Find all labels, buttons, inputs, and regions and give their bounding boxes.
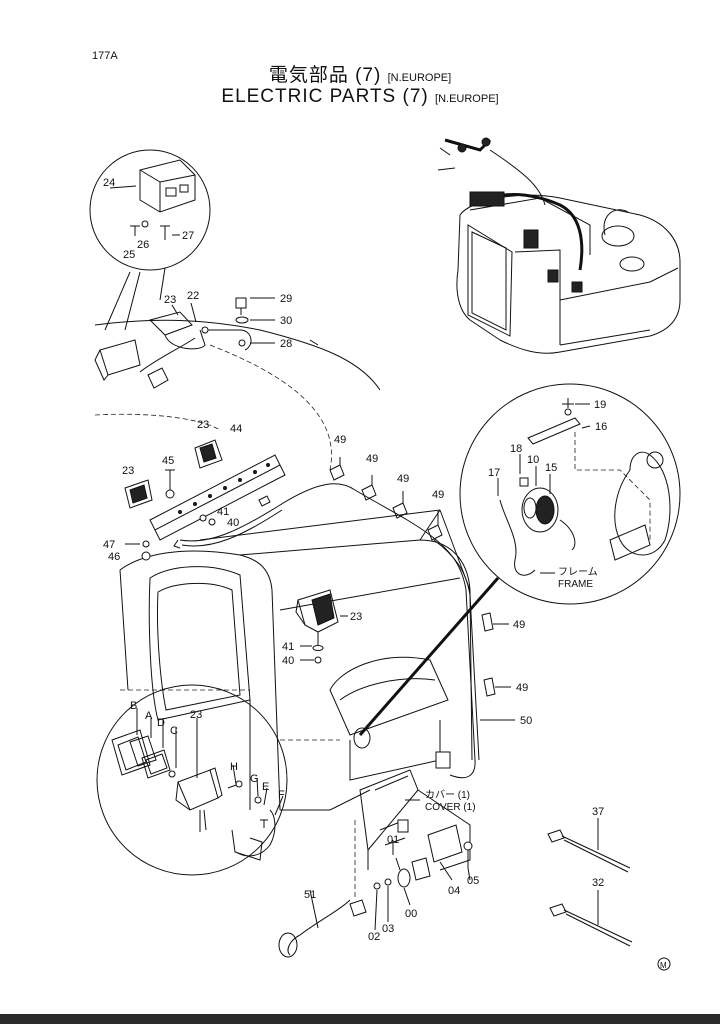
harness-50: 50	[429, 534, 532, 779]
callout-32: 32	[592, 877, 604, 889]
callout-23-rear: 23	[350, 611, 362, 623]
callout-26: 26	[137, 239, 149, 251]
callout-30: 30	[280, 315, 292, 327]
callout-46: 46	[108, 551, 120, 563]
upper-lamp-assembly: 23 22 29 30 28	[94, 290, 381, 471]
callout-49-d: 49	[432, 489, 444, 501]
callout-23-detail: 23	[190, 709, 202, 721]
callout-00: 00	[405, 908, 417, 920]
callout-03: 03	[382, 923, 394, 935]
callout-51: 51	[304, 889, 316, 901]
rear-lamp: 23 41 40	[282, 339, 362, 667]
callout-H: H	[230, 761, 238, 773]
callout-50: 50	[520, 715, 532, 727]
callout-16: 16	[595, 421, 607, 433]
callout-28: 28	[280, 338, 292, 350]
callout-01: 01	[387, 834, 399, 846]
callout-D: D	[157, 717, 165, 729]
callout-44: 44	[230, 423, 242, 435]
callout-F: F	[278, 789, 285, 801]
callout-17: 17	[488, 467, 500, 479]
title-english: ELECTRIC PARTS (7) [N.EUROPE]	[0, 86, 720, 108]
cab-body	[94, 413, 473, 811]
callout-C: C	[170, 725, 178, 737]
region-label-en: [N.EUROPE]	[435, 93, 499, 105]
roof-lamp-bar: 23 44 45 23 41 40 47 46	[103, 419, 431, 563]
callout-B: B	[130, 700, 137, 712]
switch-panel: カバー (1) COVER (1) 01 05 04 00 02 03 51	[278, 769, 479, 958]
harness-clips: 49 49 49 49 49 49	[329, 434, 528, 697]
callout-27: 27	[182, 230, 194, 242]
callout-02: 02	[368, 931, 380, 943]
excavator-overview	[437, 137, 681, 354]
callout-41-rear: 41	[282, 641, 294, 653]
callout-23-upper: 23	[164, 294, 176, 306]
callout-24: 24	[103, 177, 115, 189]
callout-23-roof-b: 23	[122, 465, 134, 477]
callout-G: G	[250, 773, 259, 785]
callout-15: 15	[545, 462, 557, 474]
title-japanese-text: 電気部品 (7)	[268, 65, 382, 86]
cable-ties: 37 32	[547, 806, 633, 947]
detail-circle-beacon: 19 16 18 10 15 17 フレーム FRAME	[459, 383, 681, 605]
callout-47: 47	[103, 539, 115, 551]
cover-label-jp: カバー (1)	[425, 789, 470, 801]
callout-18: 18	[510, 443, 522, 455]
title-japanese: 電気部品 (7) [N.EUROPE]	[0, 60, 720, 87]
callout-37: 37	[592, 806, 604, 818]
page-number: 177A	[92, 50, 118, 62]
frame-label-jp: フレーム	[558, 566, 598, 578]
callout-40-rear: 40	[282, 655, 294, 667]
callout-25: 25	[123, 249, 135, 261]
callout-05: 05	[467, 875, 479, 887]
callout-19: 19	[594, 399, 606, 411]
callout-45: 45	[162, 455, 174, 467]
callout-49-b: 49	[366, 453, 378, 465]
callout-22: 22	[187, 290, 199, 302]
callout-49-f: 49	[516, 682, 528, 694]
callout-40-roof: 40	[227, 517, 239, 529]
callout-A: A	[145, 710, 153, 722]
bottom-bar	[0, 1014, 720, 1024]
callout-49-c: 49	[397, 473, 409, 485]
callout-E: E	[262, 781, 269, 793]
title-english-text: ELECTRIC PARTS (7)	[221, 86, 429, 107]
region-label-jp: [N.EUROPE]	[387, 72, 452, 84]
callout-10: 10	[527, 454, 539, 466]
beacon-leader	[358, 577, 500, 736]
frame-label-en: FRAME	[558, 579, 593, 590]
callout-49-a: 49	[334, 434, 346, 446]
beacon-mount	[353, 727, 371, 749]
callout-49-e: 49	[513, 619, 525, 631]
detail-circle-work-lamp: B A D C 23 H G E F	[96, 684, 288, 876]
callout-04: 04	[448, 885, 460, 897]
callout-23-roof-a: 23	[197, 419, 209, 431]
cover-label-en: COVER (1)	[425, 802, 476, 813]
callout-29: 29	[280, 293, 292, 305]
detail-circle-relay: 24 25 26 27	[89, 149, 211, 331]
corner-mark-letter: M	[660, 961, 667, 970]
corner-mark: M	[657, 957, 671, 971]
callout-41-roof: 41	[217, 506, 229, 518]
